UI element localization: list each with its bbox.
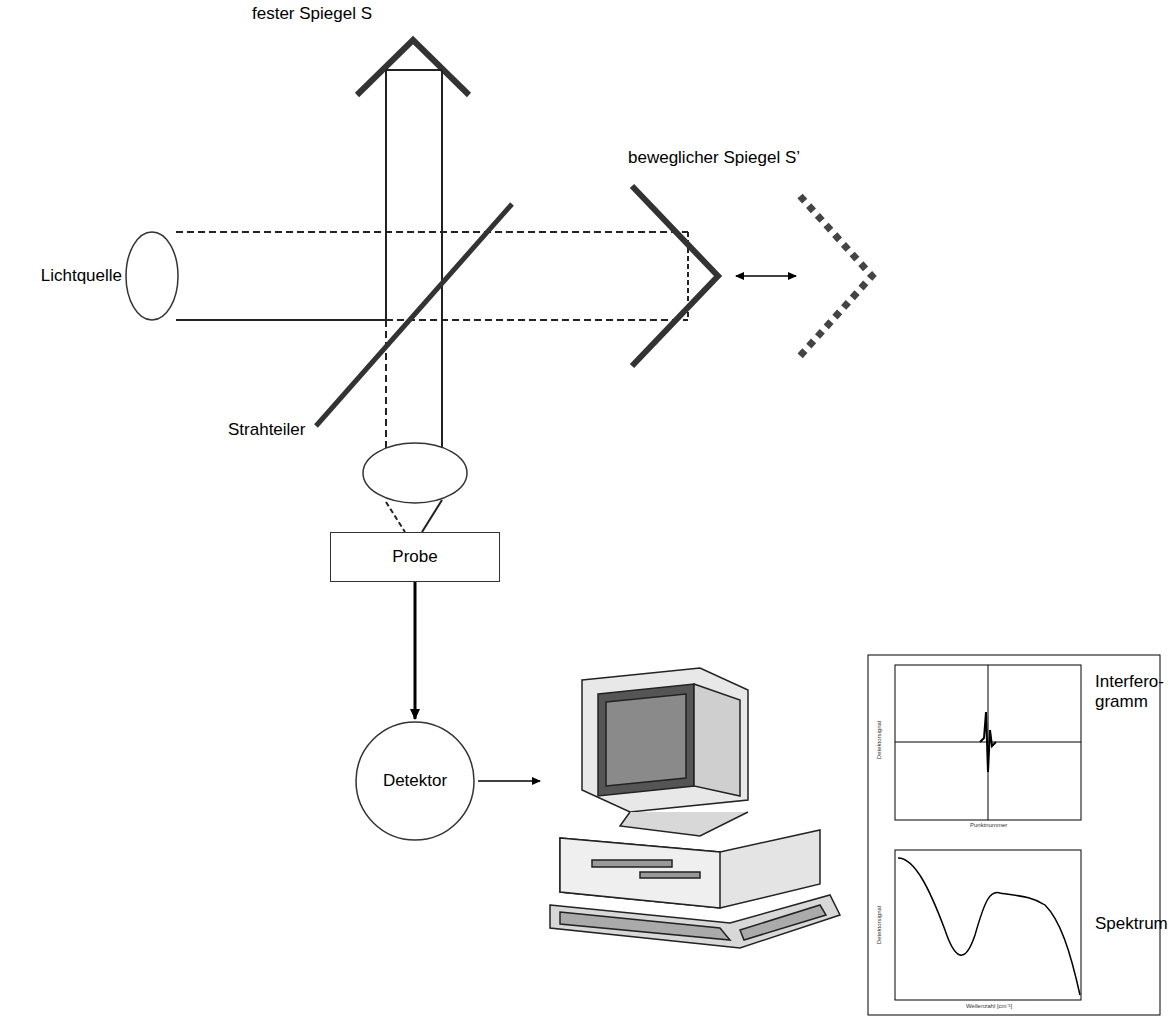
part-label: Spektrum: [1095, 914, 1168, 934]
part-label: Interfero- gramm: [1095, 672, 1159, 713]
part-label: Strahteiler: [228, 420, 305, 440]
detector-circle: Detektor: [354, 720, 476, 842]
part-label: beweglicher Spiegel S’: [628, 148, 800, 168]
lens: [363, 443, 467, 503]
node-label: Lichtquelle: [41, 266, 122, 286]
fixed-mirror: [357, 40, 469, 95]
spectrum-plot: [895, 850, 1081, 1000]
node-label: Probe: [392, 547, 437, 567]
signal-arrow: [414, 582, 417, 719]
movable-mirror: [632, 186, 718, 366]
interferogram-plot: [895, 665, 1081, 820]
axis-label: Detektorsignal: [876, 906, 883, 944]
sample-box: Probe: [330, 532, 500, 582]
part-label: fester Spiegel S: [252, 4, 372, 24]
computer: [550, 668, 840, 948]
beam-splitter: [316, 204, 512, 426]
node-label: Detektor: [383, 771, 447, 791]
axis-label: Punktnummer: [970, 822, 1007, 829]
light-source: Lichtquelle: [126, 232, 178, 320]
axis-label: Detektorsignal: [876, 721, 883, 759]
axis-label: Wellenzahl [cm⁻¹]: [966, 1003, 1012, 1010]
